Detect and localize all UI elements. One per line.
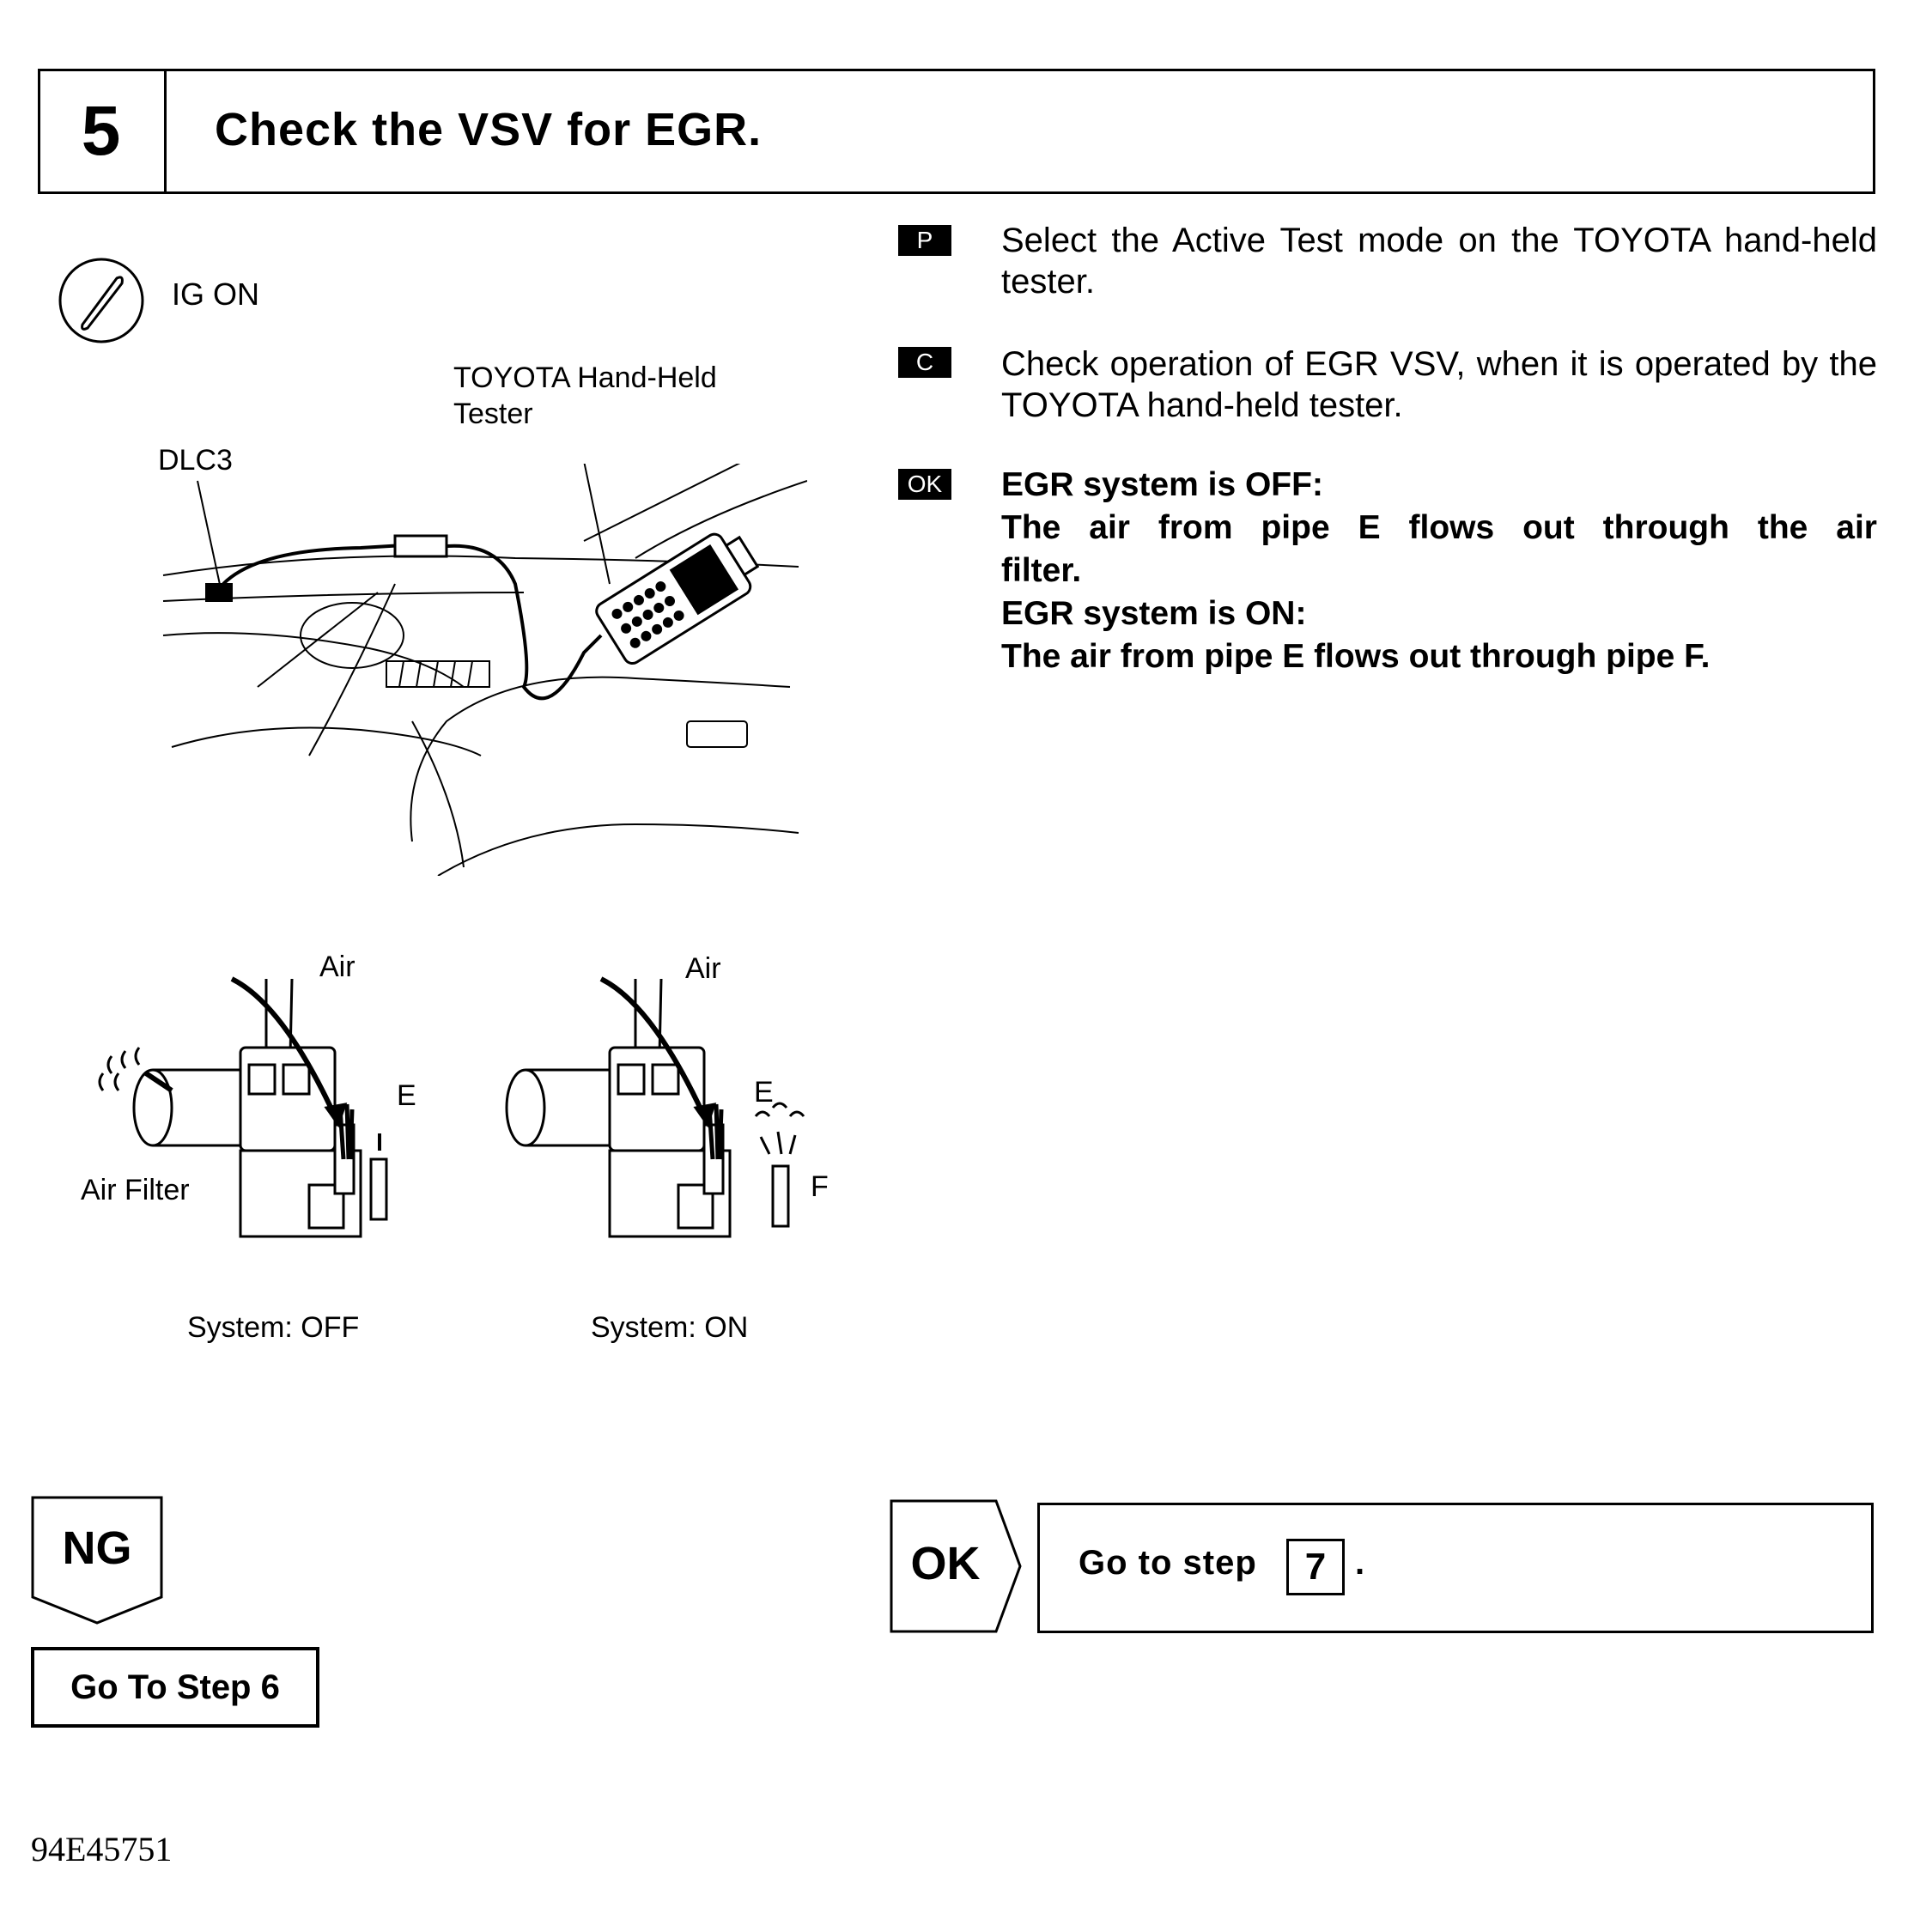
step-period: .: [1355, 1544, 1365, 1582]
step-number: 5: [38, 69, 167, 194]
pipe-f-label: F: [811, 1170, 829, 1203]
ok-criteria-line: EGR system is ON:: [1001, 595, 1307, 632]
go-to-step-text: Go to step: [1079, 1544, 1257, 1582]
ok-result-marker: [890, 1499, 1022, 1633]
vsv-system-off-diagram: [98, 976, 388, 1238]
prepare-instruction: Select the Active Test mode on the TOYOT…: [1001, 222, 1877, 301]
ignition-label: IG ON: [172, 276, 260, 312]
ok-label: OK: [910, 1538, 981, 1589]
go-to-step-6-button[interactable]: Go To Step 6: [31, 1647, 319, 1728]
system-off-caption: System: OFF: [187, 1311, 360, 1344]
ok-result-box: [1037, 1503, 1874, 1633]
page-title: Check the VSV for EGR.: [215, 104, 763, 155]
vsv-system-on-diagram: [505, 976, 805, 1238]
check-badge: C: [898, 347, 951, 378]
pipe-e-label-on: E: [754, 1076, 774, 1109]
ok-criteria-line: EGR system is OFF:: [1001, 466, 1323, 503]
ok-criteria-line: filter.: [1001, 552, 1082, 589]
document-code: 94E45751: [31, 1830, 173, 1868]
air-label-off: Air: [319, 951, 355, 983]
tester-label: TOYOTA Hand-Held: [453, 361, 717, 394]
ok-criteria-badge: OK: [898, 469, 951, 500]
step-header-box: [38, 69, 1875, 194]
pipe-e-label-off: E: [397, 1079, 416, 1112]
dashboard-tester-illustration: [162, 464, 807, 876]
air-filter-label: Air Filter: [81, 1174, 190, 1206]
tester-label-line2: Tester: [453, 398, 533, 430]
check-instruction: Check operation of EGR VSV, when it is o…: [1001, 345, 1877, 424]
system-on-caption: System: ON: [591, 1311, 749, 1344]
ng-label: NG: [62, 1522, 132, 1574]
ng-result-marker: [31, 1496, 163, 1625]
ignition-key-icon: [58, 258, 144, 343]
dlc3-label: DLC3: [158, 444, 233, 477]
go-to-step-7-link[interactable]: 7: [1286, 1539, 1345, 1595]
ok-criteria: EGR system is OFF: The air from pipe E f…: [1001, 464, 1877, 678]
ok-criteria-line: The air from pipe E flows out through th…: [1001, 509, 1877, 546]
prepare-badge: P: [898, 225, 951, 256]
air-label-on: Air: [685, 952, 721, 985]
ok-criteria-line: The air from pipe E flows out through pi…: [1001, 638, 1711, 675]
